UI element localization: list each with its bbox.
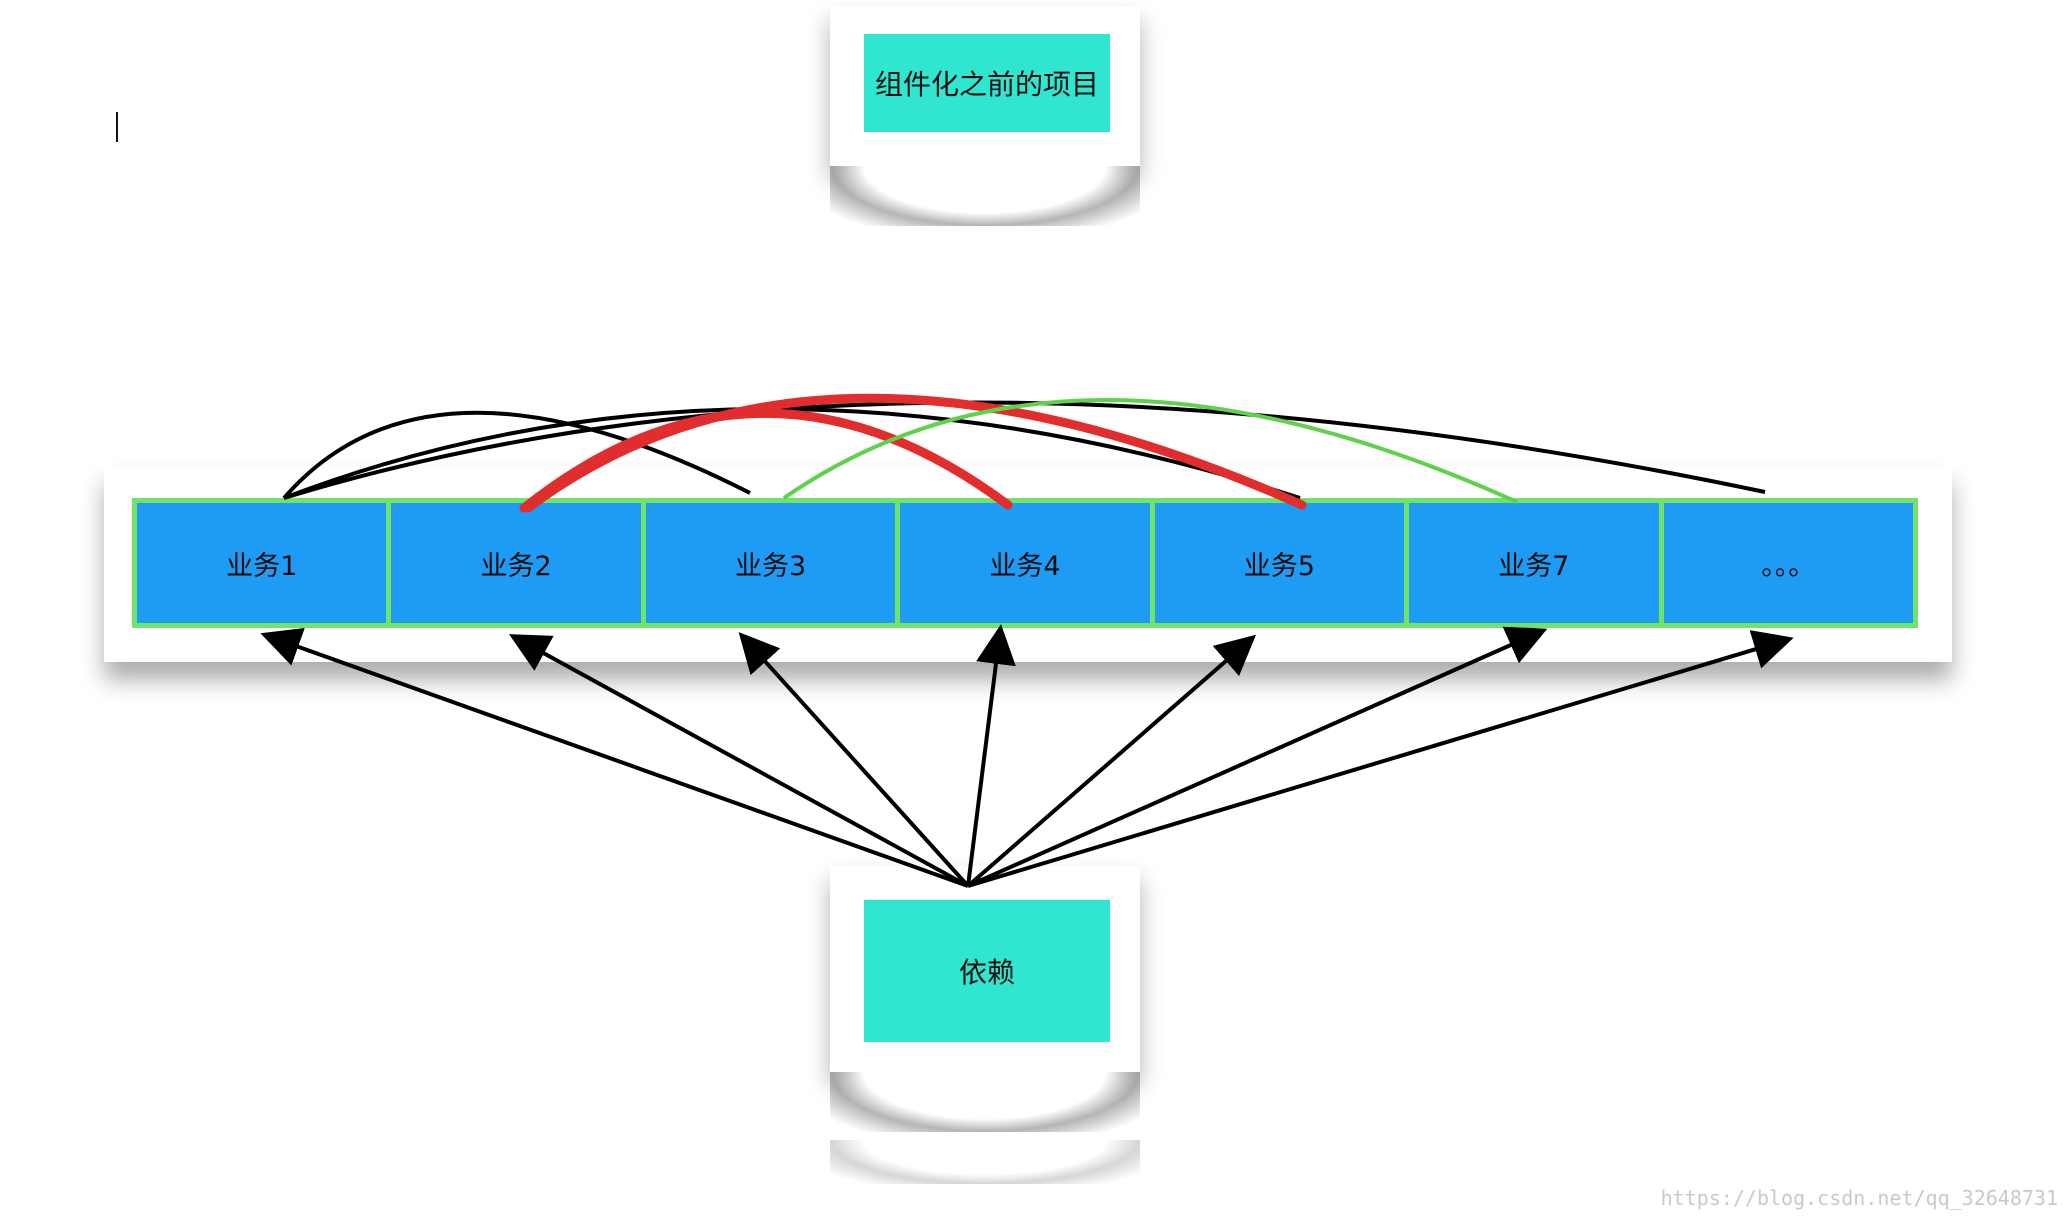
module-1: 业务1 [132,498,392,628]
link-1-3 [282,410,751,500]
dep-arrow-3 [738,632,970,888]
dependency-card-shadow [830,1072,1140,1132]
link-1-5 [283,407,1301,500]
red-link-2-5 [523,393,1307,513]
dep-arrow-1 [260,627,969,888]
module-more: 。。。 [1658,498,1918,628]
watermark: https://blog.csdn.net/qq_32648731 [1660,1186,2058,1210]
dep-arrow-4 [966,624,1016,887]
diagram-title: 组件化之前的项目 [864,34,1110,132]
dependency-card-reflection [830,1140,1140,1184]
module-5: 业务5 [1149,498,1410,628]
dep-arrow-2 [508,634,969,888]
dep-arrow-5 [966,634,1257,888]
module-7: 业务7 [1404,498,1664,628]
text-cursor [116,112,118,142]
green-link-3-7 [782,398,1518,504]
dep-arrow-7 [967,630,1794,888]
module-row: 业务1 业务2 业务3 业务4 业务5 业务7 。。。 [132,498,1918,628]
dep-arrow-6 [967,626,1548,888]
title-card-shadow [830,166,1140,226]
dependency-box: 依赖 [864,900,1110,1042]
